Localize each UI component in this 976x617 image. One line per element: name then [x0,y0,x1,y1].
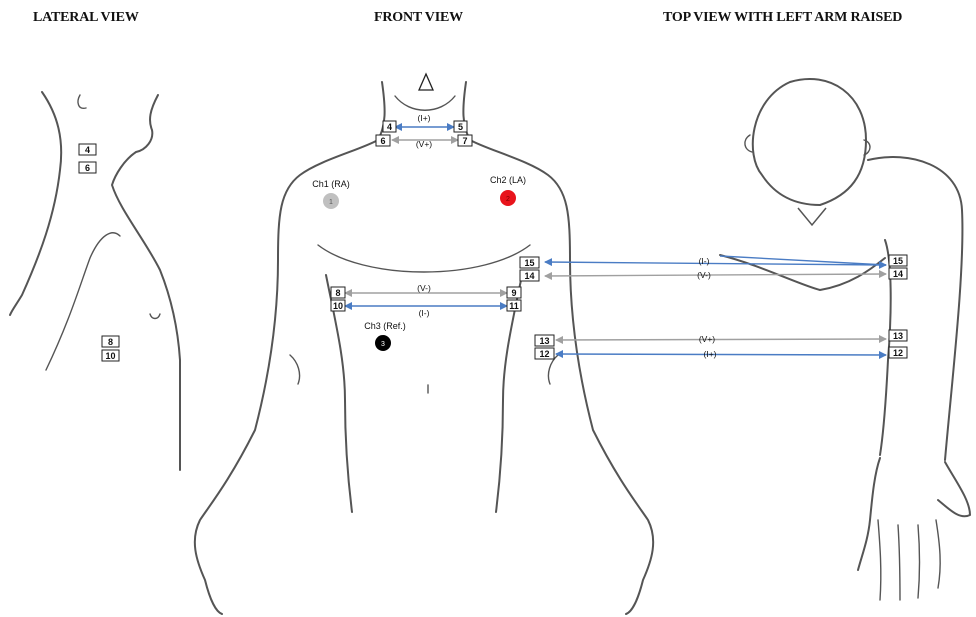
arrow-V-plus-arm [556,339,886,340]
svg-text:15: 15 [524,258,534,268]
electrode-pad-8-lateral: 8 [102,336,119,347]
electrode-pad-12-front: 12 [535,348,554,359]
lead-label-V-minus-torso: (V-) [417,283,431,293]
svg-text:8: 8 [108,337,113,347]
svg-text:7: 7 [462,136,467,146]
electrode-pad-13-top: 13 [889,330,907,341]
electrode-pad-6-lateral: 6 [79,162,96,173]
lead-label-I-minus-arm: (I-) [699,256,710,266]
electrode-pad-4-lateral: 4 [79,144,96,155]
electrode-pad-15-front: 15 [520,257,539,268]
arrow-V-minus-arm [545,274,886,276]
svg-text:5: 5 [458,122,463,132]
electrode-pad-13-front: 13 [535,335,554,346]
lead-label-I-plus-arm: (I+) [704,349,717,359]
front-body-outline [195,74,653,614]
electrode-pad-10-lateral: 10 [102,350,119,361]
channel-label-ch3: Ch3 (Ref.) [364,321,406,331]
svg-text:14: 14 [524,271,534,281]
electrode-pad-12-top: 12 [889,347,907,358]
electrode-pad-6-front: 6 [376,135,390,146]
lead-label-V-minus-arm: (V-) [697,270,711,280]
electrode-pad-10-front: 10 [331,300,345,311]
electrode-pad-9-front: 9 [507,287,521,298]
svg-text:13: 13 [539,336,549,346]
svg-text:6: 6 [85,163,90,173]
lead-label-I-plus-neck: (I+) [418,113,431,123]
electrode-pad-11-front: 11 [507,300,521,311]
svg-text:4: 4 [387,122,392,132]
electrode-pad-7-front: 7 [458,135,472,146]
electrode-pad-4-front: 4 [383,121,396,132]
svg-text:15: 15 [893,256,903,266]
channel-label-ch2: Ch2 (LA) [490,175,526,185]
electrode-pad-5-front: 5 [454,121,467,132]
electrode-pad-15-top: 15 [889,255,907,266]
arrow-I-plus-arm [556,354,886,355]
electrode-pad-8-front: 8 [331,287,345,298]
lead-label-V-plus-neck: (V+) [416,139,432,149]
electrode-pad-14-top: 14 [889,268,907,279]
channel-label-ch1: Ch1 (RA) [312,179,350,189]
svg-text:6: 6 [380,136,385,146]
svg-text:14: 14 [893,269,903,279]
svg-text:10: 10 [105,351,115,361]
svg-text:11: 11 [509,301,519,311]
lead-label-V-plus-arm: (V+) [699,334,715,344]
lead-arrows [345,127,886,355]
channel-number-ch1: 1 [329,199,333,206]
svg-text:12: 12 [893,348,903,358]
svg-text:13: 13 [893,331,903,341]
electrode-pad-14-front: 14 [520,270,539,281]
lead-label-I-minus-torso: (I-) [419,308,430,318]
svg-text:12: 12 [539,349,549,359]
channel-number-ch2: 2 [506,196,510,203]
svg-text:8: 8 [335,288,340,298]
svg-text:10: 10 [333,301,343,311]
svg-text:4: 4 [85,145,90,155]
svg-text:9: 9 [511,288,516,298]
channel-number-ch3: 3 [381,341,385,348]
